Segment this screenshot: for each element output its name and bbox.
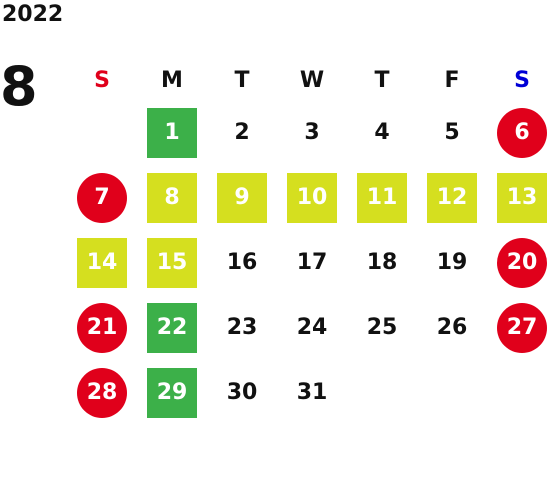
- day-number: 19: [436, 250, 468, 275]
- month-number: 8: [0, 55, 38, 118]
- day-cell: 11: [347, 165, 417, 230]
- empty-cell: [347, 360, 417, 425]
- day-number: 14: [77, 237, 127, 288]
- day-cell: 19: [417, 230, 487, 295]
- day-number: 18: [366, 250, 398, 275]
- weekday-header-fri: F: [444, 67, 460, 93]
- day-cell: 26: [417, 295, 487, 360]
- day-number: 31: [296, 380, 328, 405]
- day-number: 3: [304, 120, 320, 145]
- weekday-header-wed: W: [299, 67, 325, 93]
- day-number: 27: [497, 302, 547, 353]
- empty-cell: [67, 100, 137, 165]
- day-number: 8: [147, 172, 197, 223]
- day-cell: 6: [487, 100, 548, 165]
- day-cell: 23: [207, 295, 277, 360]
- day-cell: 4: [347, 100, 417, 165]
- day-number: 30: [226, 380, 258, 405]
- day-number: 5: [444, 120, 460, 145]
- weekday-header-sun: S: [94, 67, 110, 93]
- day-number: 6: [497, 107, 547, 158]
- day-number: 12: [427, 172, 477, 223]
- day-cell: 21: [67, 295, 137, 360]
- day-cell: 7: [67, 165, 137, 230]
- day-cell: 16: [207, 230, 277, 295]
- day-cell: 24: [277, 295, 347, 360]
- day-cell: 3: [277, 100, 347, 165]
- day-number: 20: [497, 237, 547, 288]
- day-number: 21: [77, 302, 127, 353]
- day-cell: 18: [347, 230, 417, 295]
- day-cell: 17: [277, 230, 347, 295]
- day-cell: 22: [137, 295, 207, 360]
- day-number: 2: [234, 120, 250, 145]
- day-cell: 8: [137, 165, 207, 230]
- day-cell: 13: [487, 165, 548, 230]
- day-cell: 10: [277, 165, 347, 230]
- day-cell: 25: [347, 295, 417, 360]
- empty-cell: [417, 360, 487, 425]
- day-number: 7: [77, 172, 127, 223]
- day-number: 4: [374, 120, 390, 145]
- empty-cell: [487, 360, 548, 425]
- day-number: 10: [287, 172, 337, 223]
- day-number: 1: [147, 107, 197, 158]
- day-number: 28: [77, 367, 127, 418]
- day-number: 13: [497, 172, 547, 223]
- year-label: 2022: [2, 2, 64, 27]
- weekday-header-tue: T: [234, 67, 250, 93]
- day-number: 17: [296, 250, 328, 275]
- day-number: 15: [147, 237, 197, 288]
- day-number: 9: [217, 172, 267, 223]
- day-cell: 29: [137, 360, 207, 425]
- day-cell: 5: [417, 100, 487, 165]
- day-cell: 28: [67, 360, 137, 425]
- day-cell: 20: [487, 230, 548, 295]
- day-cell: 15: [137, 230, 207, 295]
- day-cell: 9: [207, 165, 277, 230]
- weekday-header-mon: M: [161, 67, 183, 93]
- day-number: 24: [296, 315, 328, 340]
- day-cell: 31: [277, 360, 347, 425]
- weekday-header-sat: S: [514, 67, 530, 93]
- day-cell: 27: [487, 295, 548, 360]
- day-number: 26: [436, 315, 468, 340]
- day-cell: 12: [417, 165, 487, 230]
- day-cell: 2: [207, 100, 277, 165]
- weekday-header-thu: T: [374, 67, 390, 93]
- day-number: 23: [226, 315, 258, 340]
- day-number: 25: [366, 315, 398, 340]
- day-number: 11: [357, 172, 407, 223]
- day-cell: 1: [137, 100, 207, 165]
- day-cell: 30: [207, 360, 277, 425]
- day-number: 22: [147, 302, 197, 353]
- day-number: 29: [147, 367, 197, 418]
- day-number: 16: [226, 250, 258, 275]
- day-cell: 14: [67, 230, 137, 295]
